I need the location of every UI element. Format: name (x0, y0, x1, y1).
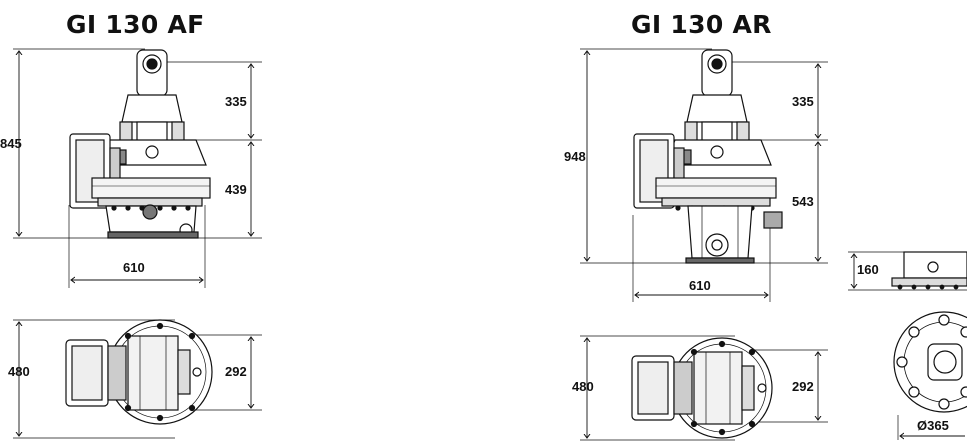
left-width-label: 610 (123, 260, 145, 275)
right-lower-height-label: 543 (792, 194, 814, 209)
right-upper-height-label: 335 (792, 94, 814, 109)
right-top-depth-label: 480 (572, 379, 594, 394)
right-total-height-label: 948 (564, 149, 586, 164)
flange-diameter-label: Ø365 (917, 418, 949, 433)
left-upper-height-label: 335 (225, 94, 247, 109)
right-width-label: 610 (689, 278, 711, 293)
left-model-title: GI 130 AF (66, 10, 205, 39)
left-top-inner-width-label: 292 (225, 364, 247, 379)
left-lower-height-label: 439 (225, 182, 247, 197)
left-top-view (13, 319, 262, 439)
left-total-height-label: 845 (0, 136, 22, 151)
right-model-title: GI 130 AR (631, 10, 772, 39)
flange-top-view (893, 311, 967, 440)
flange-side-view (848, 251, 967, 291)
flange-height-label: 160 (857, 262, 879, 277)
left-side-view (13, 48, 262, 288)
right-top-inner-width-label: 292 (792, 379, 814, 394)
right-side-view (580, 48, 828, 302)
left-top-depth-label: 480 (8, 364, 30, 379)
right-top-view (580, 335, 828, 441)
